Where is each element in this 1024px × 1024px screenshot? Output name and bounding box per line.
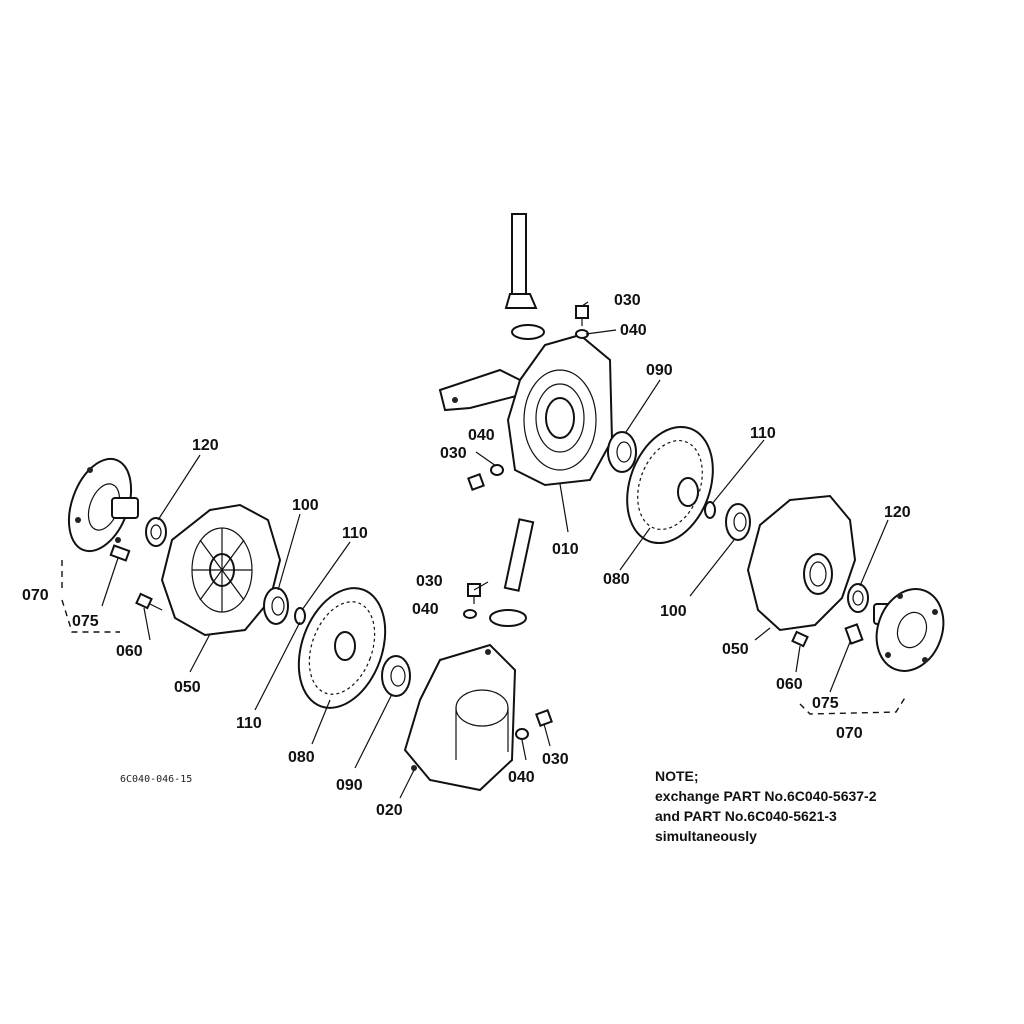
callout-070-right: 070 xyxy=(836,725,863,742)
callout-050-left: 050 xyxy=(174,679,201,696)
callout-120-right: 120 xyxy=(884,504,911,521)
callout-030-upper-side: 030 xyxy=(440,445,467,462)
right-circlip-110 xyxy=(704,501,716,519)
right-gear-cover xyxy=(746,494,857,632)
replacement-note: NOTE; exchange PART No.6C040-5637-2 and … xyxy=(655,766,995,846)
note-line-3: simultaneously xyxy=(655,828,757,844)
callout-040-upper-top: 040 xyxy=(620,322,647,339)
callout-110-left-upper: 110 xyxy=(342,525,368,542)
left-hub-flange xyxy=(67,457,139,562)
callout-010: 010 xyxy=(552,541,579,558)
upper-gear-case xyxy=(438,213,614,487)
callout-040-lower-left: 040 xyxy=(412,601,439,618)
callout-120-left: 120 xyxy=(192,437,219,454)
callout-080-left: 080 xyxy=(288,749,315,766)
callout-labels: 120 100 110 070 075 060 050 110 080 090 … xyxy=(22,292,911,819)
note-line-1: exchange PART No.6C040-5637-2 xyxy=(655,788,877,804)
left-bearing-090 xyxy=(381,655,411,697)
callout-030-lower-left: 030 xyxy=(416,573,443,590)
drawing-code: 6C040-046-15 xyxy=(120,774,192,785)
callout-075-right: 075 xyxy=(812,695,839,712)
right-bevel-gear xyxy=(626,425,714,545)
left-gear-cover xyxy=(160,503,282,637)
callout-040-lower-right: 040 xyxy=(508,769,535,786)
left-oil-seal xyxy=(145,517,167,547)
callout-110-left-lower: 110 xyxy=(236,715,262,732)
lower-washer-040-left xyxy=(463,609,477,619)
callout-090-right: 090 xyxy=(646,362,673,379)
lower-gear-case xyxy=(403,518,535,792)
callout-070-left: 070 xyxy=(22,587,49,604)
callout-060-left: 060 xyxy=(116,643,143,660)
upper-washer-040-side xyxy=(490,464,504,476)
callout-050-right: 050 xyxy=(722,641,749,658)
callout-060-right: 060 xyxy=(776,676,803,693)
callout-030-upper-top: 030 xyxy=(614,292,641,309)
left-bolt-060 xyxy=(135,592,163,611)
lower-washer-040-right xyxy=(515,728,529,740)
right-bolt-060 xyxy=(791,630,809,648)
callout-090-left: 090 xyxy=(336,777,363,794)
left-bearing-100 xyxy=(263,587,289,625)
group-bracket-070-right xyxy=(799,695,907,715)
note-line-2: and PART No.6C040-5621-3 xyxy=(655,808,837,824)
right-oil-seal xyxy=(847,583,869,613)
callout-110-right: 110 xyxy=(750,425,776,442)
callout-080-right: 080 xyxy=(603,571,630,588)
upper-bolt-030-top xyxy=(575,305,589,326)
upper-bearing-090 xyxy=(607,431,637,473)
group-bracket-070-left xyxy=(61,560,120,633)
right-hub-flange xyxy=(844,588,945,672)
left-bevel-gear xyxy=(297,587,387,709)
upper-bolt-030-side xyxy=(467,473,485,491)
right-bearing-100 xyxy=(725,503,751,541)
note-heading: NOTE; xyxy=(655,768,699,784)
callout-040-upper-side: 040 xyxy=(468,427,495,444)
callout-020: 020 xyxy=(376,802,403,819)
callout-030-lower-right: 030 xyxy=(542,751,569,768)
callout-100-left: 100 xyxy=(292,497,319,514)
left-circlip-110 xyxy=(294,607,306,625)
lower-bolt-030-right xyxy=(535,709,553,727)
callout-100-right: 100 xyxy=(660,603,687,620)
leader-lines xyxy=(101,301,889,799)
callout-075-left: 075 xyxy=(72,613,99,630)
